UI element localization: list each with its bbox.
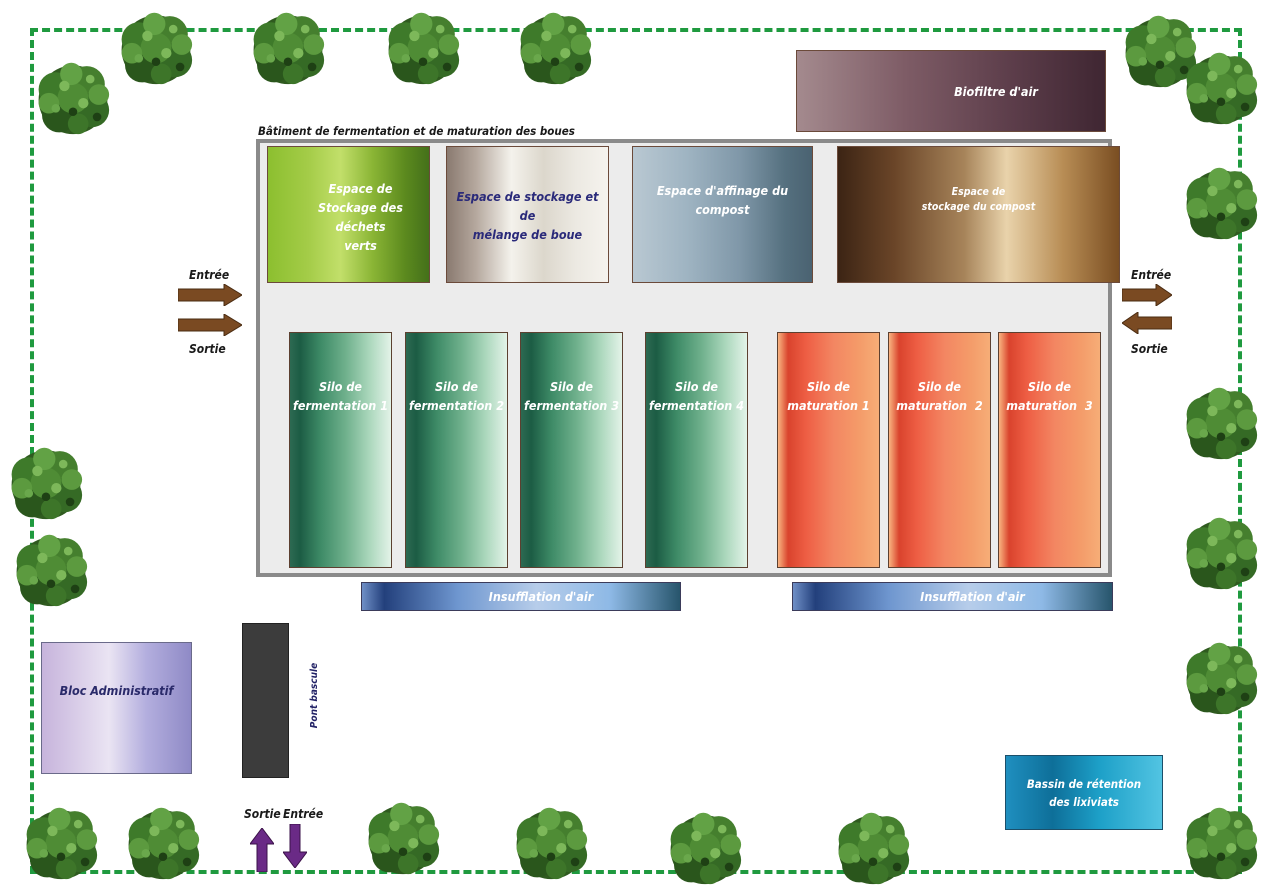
basin-label-1: Bassin de rétention — [1026, 776, 1142, 791]
silo-label-line2: fermentation 4 — [648, 398, 745, 413]
tree-icon — [3, 440, 89, 526]
arrow-icon — [1122, 312, 1172, 334]
fermentation-silo-2: Silo de fermentation 2 — [405, 332, 508, 568]
green-waste-label-1: Espace de — [328, 181, 393, 196]
bottom-entry-label: Entrée — [283, 807, 324, 821]
silo-label-line2: maturation 1 — [787, 398, 870, 413]
compost-storage-label-2: stockage du compost — [921, 201, 1036, 213]
compost-storage-area: Espace de stockage du compost — [837, 146, 1120, 283]
silo-label-line1: Silo de — [318, 379, 363, 394]
air-insufflation-right: Insufflation d'air — [792, 582, 1113, 611]
silo-label-line1: Silo de — [549, 379, 594, 394]
silo-label-line1: Silo de — [434, 379, 479, 394]
silo-label-line2: fermentation 2 — [408, 398, 505, 413]
arrow-icon — [283, 824, 307, 868]
tree-icon — [380, 5, 466, 91]
arrow-icon — [178, 284, 242, 306]
compost-refining-label: Espace d'affinage du compost — [656, 183, 789, 217]
tree-icon — [1178, 380, 1264, 466]
tree-icon — [1178, 800, 1264, 886]
fermentation-silo-4: Silo de fermentation 4 — [645, 332, 748, 568]
tree-icon — [1178, 45, 1264, 131]
maturation-silo-2: Silo de maturation 2 — [888, 332, 991, 568]
tree-icon — [1178, 635, 1264, 721]
silo-label-line1: Silo de — [917, 379, 962, 394]
tree-icon — [18, 800, 104, 886]
bottom-exit-label: Sortie — [244, 807, 281, 821]
green-waste-label-2: Stockage des déchets — [318, 200, 403, 234]
sludge-mixing-label-2: mélange de boue — [472, 227, 583, 242]
fermentation-silo-3: Silo de fermentation 3 — [520, 332, 623, 568]
silo-label-line1: Silo de — [674, 379, 719, 394]
tree-icon — [360, 795, 446, 881]
air-insufflation-left: Insufflation d'air — [361, 582, 681, 611]
maturation-silo-3: Silo de maturation 3 — [998, 332, 1101, 568]
tree-icon — [1178, 510, 1264, 596]
green-waste-storage: Espace de Stockage des déchets verts — [267, 146, 430, 283]
left-exit-label: Sortie — [189, 342, 226, 356]
silo-label-line2: fermentation 1 — [292, 398, 389, 413]
building-title: Bâtiment de fermentation et de maturatio… — [258, 124, 575, 138]
tree-icon — [662, 805, 748, 891]
sludge-mixing-storage: Espace de stockage et de mélange de boue — [446, 146, 609, 283]
green-waste-label-3: verts — [344, 238, 377, 253]
tree-icon — [512, 5, 598, 91]
right-entry-label: Entrée — [1131, 268, 1172, 282]
compost-refining-area: Espace d'affinage du compost — [632, 146, 813, 283]
admin-label: Bloc Administratif — [59, 682, 174, 698]
insufflation-label: Insufflation d'air — [920, 589, 1025, 604]
fermentation-silo-1: Silo de fermentation 1 — [289, 332, 392, 568]
tree-icon — [830, 805, 916, 891]
tree-icon — [8, 527, 94, 613]
insufflation-label: Insufflation d'air — [488, 589, 594, 604]
basin-label-2: des lixiviats — [1049, 794, 1119, 809]
maturation-silo-1: Silo de maturation 1 — [777, 332, 880, 568]
biofiltre-zone: Biofiltre d'air — [796, 50, 1106, 132]
silo-label-line2: maturation 3 — [1006, 398, 1093, 413]
silo-label-line2: maturation 2 — [896, 398, 983, 413]
arrow-icon — [1122, 284, 1172, 306]
weighbridge — [242, 623, 289, 778]
tree-icon — [120, 800, 206, 886]
arrow-icon — [178, 314, 242, 336]
biofiltre-label: Biofiltre d'air — [954, 83, 1038, 99]
tree-icon — [30, 55, 116, 141]
silo-label-line1: Silo de — [1027, 379, 1072, 394]
tree-icon — [508, 800, 594, 886]
tree-icon — [1178, 160, 1264, 246]
tree-icon — [245, 5, 331, 91]
silo-label-line2: fermentation 3 — [523, 398, 620, 413]
silo-label-line1: Silo de — [806, 379, 851, 394]
leachate-retention-basin: Bassin de rétention des lixiviats — [1005, 755, 1163, 830]
arrow-icon — [250, 828, 274, 872]
left-entry-label: Entrée — [189, 268, 230, 282]
tree-icon — [113, 5, 199, 91]
right-exit-label: Sortie — [1131, 342, 1168, 356]
compost-storage-label-1: Espace de — [951, 186, 1006, 198]
weighbridge-label: Pont bascule — [309, 662, 321, 729]
admin-block: Bloc Administratif — [41, 642, 192, 774]
sludge-mixing-label-1: Espace de stockage et de — [456, 189, 599, 223]
